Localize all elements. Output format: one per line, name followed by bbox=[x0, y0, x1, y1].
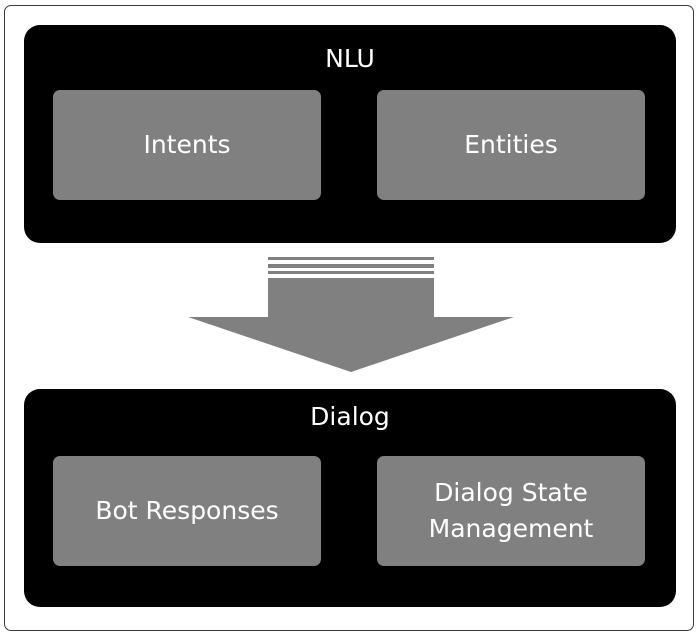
dialog-group: Dialog Bot Responses Dialog State Manage… bbox=[24, 389, 676, 607]
arrow-body bbox=[188, 278, 514, 372]
entities-label: Entities bbox=[464, 130, 558, 159]
arrow-stripe-1 bbox=[268, 257, 434, 260]
nlu-title: NLU bbox=[325, 44, 375, 73]
entities-box: Entities bbox=[377, 90, 645, 200]
dialog-state-management-label: Dialog State Management bbox=[428, 478, 594, 543]
nlu-group: NLU Intents Entities bbox=[24, 25, 676, 243]
dialog-state-management-box: Dialog State Management bbox=[377, 456, 645, 566]
dialog-title: Dialog bbox=[310, 402, 390, 431]
bot-responses-box: Bot Responses bbox=[53, 456, 321, 566]
intents-box: Intents bbox=[53, 90, 321, 200]
arrow-stripe-3 bbox=[268, 271, 434, 274]
down-arrow-icon bbox=[188, 257, 514, 372]
bot-responses-label: Bot Responses bbox=[95, 496, 279, 525]
intents-label: Intents bbox=[143, 130, 231, 159]
arrow-stripe-2 bbox=[268, 264, 434, 268]
